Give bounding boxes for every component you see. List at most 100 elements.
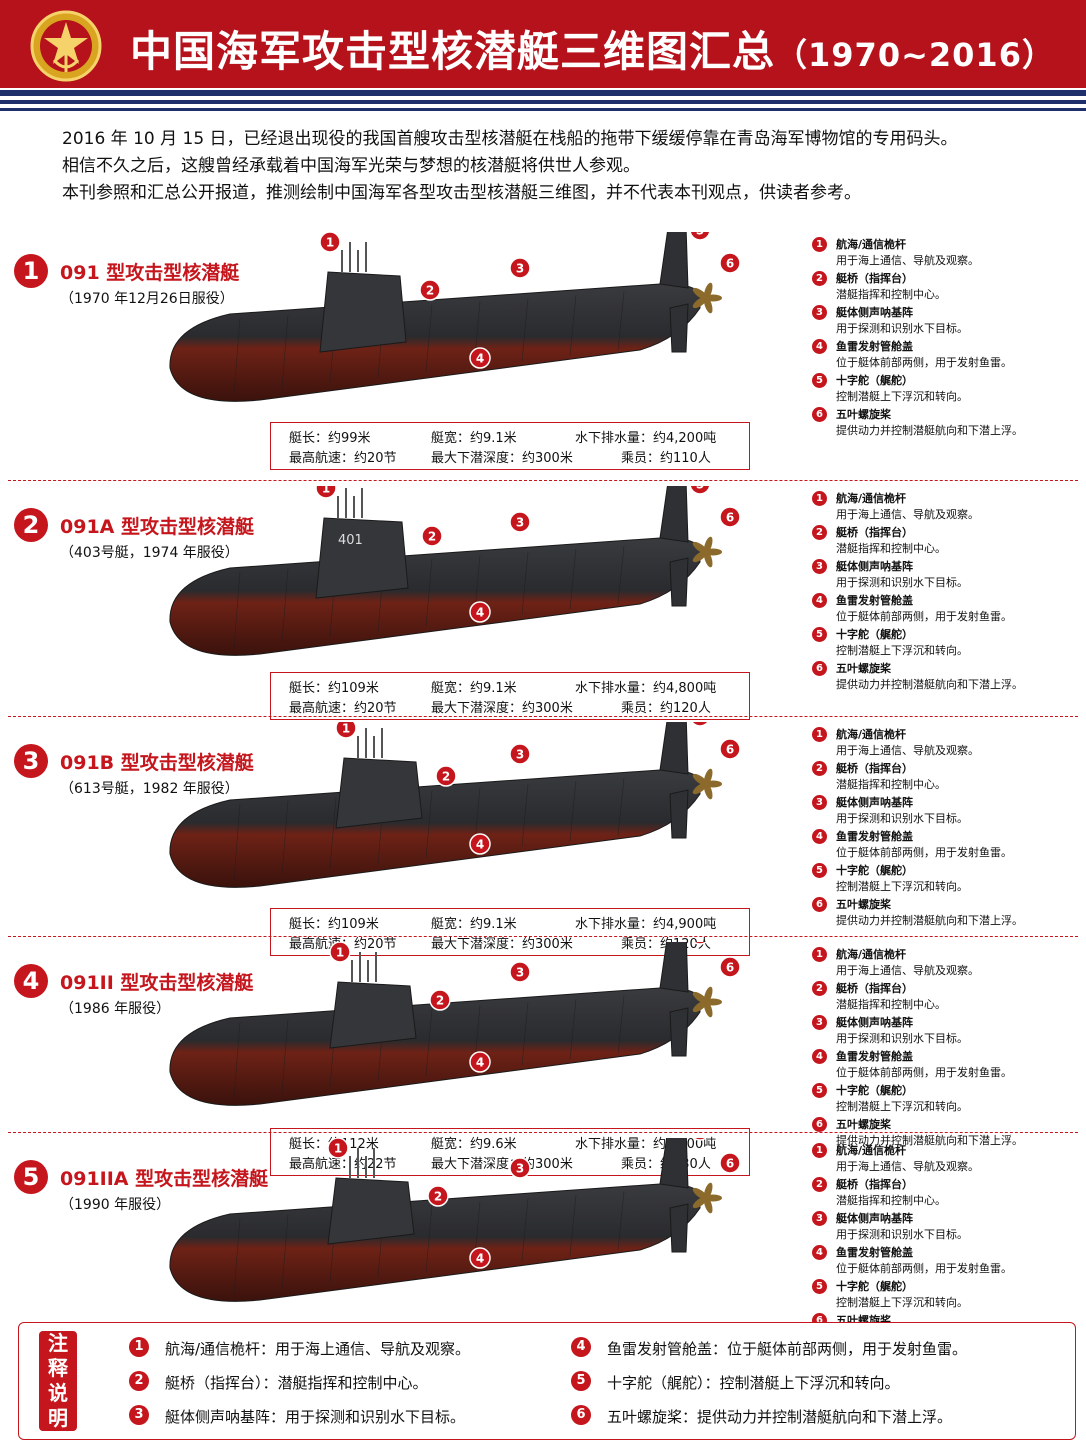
- sail-bridge: [319, 271, 407, 353]
- legend-number: 1: [812, 237, 827, 252]
- title-text: 中国海军攻击型核潜艇三维图汇总: [130, 27, 776, 76]
- section-title: 091IIA 型攻击型核潜艇: [60, 1168, 269, 1190]
- legend-name: 航海/通信桅杆: [836, 1144, 907, 1157]
- legend-name: 鱼雷发射管舱盖: [836, 594, 913, 607]
- legend-name: 艇桥（指挥台）: [836, 526, 913, 539]
- callout-marker: 4: [469, 601, 491, 623]
- cross-rudder: [659, 942, 689, 993]
- legend-desc: 潜艇指挥和控制中心。: [836, 998, 946, 1011]
- submarine-illustration: 123456: [169, 1138, 741, 1302]
- svg-text:4: 4: [476, 838, 484, 852]
- intro-line: 相信不久之后，这艘曾经承载着中国海军光荣与梦想的核潜艇将供世人参观。: [62, 156, 640, 176]
- cross-rudder: [659, 232, 689, 289]
- callout-marker: 6: [719, 738, 741, 760]
- propeller-icon: [692, 536, 722, 568]
- legend-number: 3: [812, 1211, 827, 1226]
- spec-box: 艇长：约109米艇宽：约9.1米水下排水量：约4,900吨最高航速：约20节最大…: [270, 908, 750, 956]
- section-number: 4: [14, 964, 48, 998]
- spec-depth: 最大下潜深度：约300米: [431, 451, 573, 466]
- legend-name: 鱼雷发射管舱盖: [836, 1246, 913, 1259]
- notes-label-char: 释: [48, 1356, 68, 1380]
- legend-desc: 位于艇体前部两侧，用于发射鱼雷。: [836, 610, 1012, 623]
- legend-desc: 控制潜艇上下浮沉和转向。: [836, 644, 968, 657]
- legend-name: 鱼雷发射管舱盖: [836, 1050, 913, 1063]
- legend-number: 4: [812, 1245, 827, 1260]
- submarine-illustration: 123456: [169, 232, 741, 402]
- legend-name: 航海/通信桅杆: [836, 728, 907, 741]
- legend-number: 1: [812, 491, 827, 506]
- note-number: 1: [129, 1337, 149, 1357]
- sail-bridge: [327, 1177, 415, 1245]
- legend-name: 五叶螺旋桨: [836, 898, 891, 911]
- section-service-date: （1970 年12月26日服役）: [60, 291, 234, 307]
- legend-number: 5: [812, 627, 827, 642]
- callout-marker: 6: [719, 1152, 741, 1174]
- spec-depth: 最大下潜深度：约300米: [431, 937, 573, 952]
- sail-bridge: [329, 981, 417, 1049]
- legend-number: 2: [812, 271, 827, 286]
- note-number: 2: [129, 1371, 149, 1391]
- legend-desc: 用于探测和识别水下目标。: [836, 1032, 968, 1045]
- legend-desc: 用于探测和识别水下目标。: [836, 322, 968, 335]
- legend-number: 3: [812, 795, 827, 810]
- sail-bridge: [335, 757, 423, 829]
- hull-number: 401: [338, 533, 363, 548]
- notes-label-char: 注: [48, 1331, 68, 1355]
- legend-desc: 用于探测和识别水下目标。: [836, 812, 968, 825]
- section-title: 091II 型攻击型核潜艇: [60, 972, 254, 994]
- legend-name: 鱼雷发射管舱盖: [836, 830, 913, 843]
- spec-disp: 水下排水量：约4,800吨: [575, 681, 717, 696]
- callout-marker: 6: [719, 252, 741, 274]
- legend-number: 6: [812, 407, 827, 422]
- sail-bridge: [315, 517, 409, 599]
- svg-text:6: 6: [726, 1157, 734, 1171]
- submarine-hull: [169, 769, 701, 888]
- callout-marker: 5: [692, 1138, 708, 1141]
- legend-name: 艇桥（指挥台）: [836, 982, 913, 995]
- callout-marker: 4: [469, 347, 491, 369]
- legend-name: 艇桥（指挥台）: [836, 1178, 913, 1191]
- callout-marker: 1: [329, 942, 351, 963]
- legend-name: 十字舵（艉舵）: [836, 1280, 913, 1293]
- legend-desc: 控制潜艇上下浮沉和转向。: [836, 1100, 968, 1113]
- legend-desc: 提供动力并控制潜艇航向和下潜上浮。: [836, 914, 1023, 927]
- callout-marker: 3: [509, 511, 531, 533]
- svg-text:6: 6: [726, 961, 734, 975]
- legend-number: 1: [812, 947, 827, 962]
- legend-number: 3: [812, 559, 827, 574]
- svg-text:3: 3: [516, 262, 524, 276]
- svg-text:1: 1: [326, 236, 334, 250]
- legend-name: 航海/通信桅杆: [836, 948, 907, 961]
- legend-name: 五叶螺旋桨: [836, 662, 891, 675]
- legend-name: 艇体侧声呐基阵: [836, 560, 913, 573]
- legend-desc: 用于海上通信、导航及观察。: [836, 744, 979, 757]
- intro-line: 本刊参照和汇总公开报道，推测绘制中国海军各型攻击型核潜艇三维图，并不代表本刊观点…: [62, 183, 861, 203]
- legend-name: 鱼雷发射管舱盖: [836, 340, 913, 353]
- callout-marker: 3: [509, 961, 531, 983]
- note-text: 鱼雷发射管舱盖：位于艇体前部两侧，用于发射鱼雷。: [607, 1340, 968, 1358]
- spec-length: 艇长：约99米: [289, 431, 371, 446]
- submarine-hull: [169, 537, 701, 656]
- legend-number: 4: [812, 1049, 827, 1064]
- note-text: 艇桥（指挥台）：潜艇指挥和控制中心。: [165, 1374, 428, 1392]
- legend-name: 艇体侧声呐基阵: [836, 306, 913, 319]
- legend-number: 2: [812, 761, 827, 776]
- intro-text: 2016 年 10 月 15 日，已经退出现役的我国首艘攻击型核潜艇在栈船的拖带…: [62, 126, 1072, 207]
- svg-text:4: 4: [476, 606, 484, 620]
